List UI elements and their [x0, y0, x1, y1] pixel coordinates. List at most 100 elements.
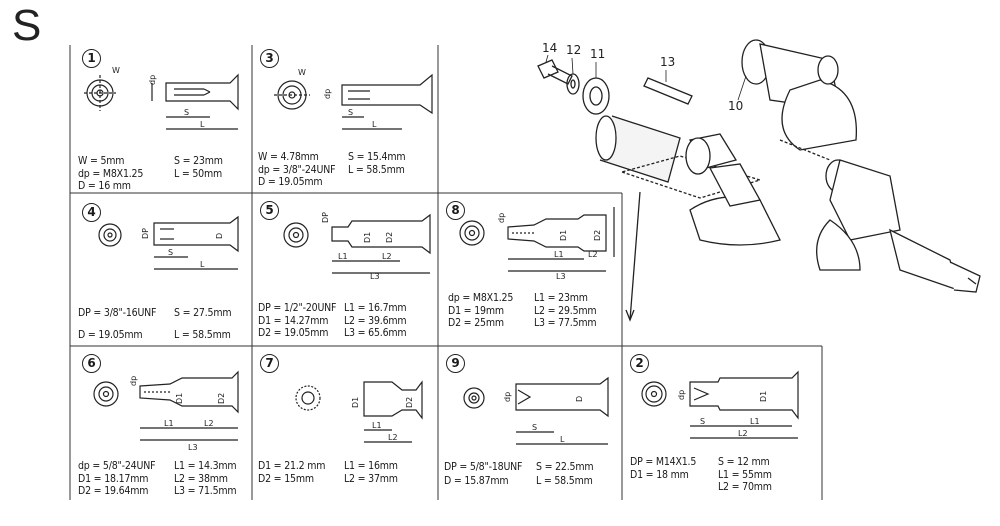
dim-label-d1: D1 — [175, 393, 184, 404]
spec-value: D1 = 18.17mm — [78, 472, 149, 485]
dim-label-l3: L3 — [556, 272, 566, 281]
cell-number: 5 — [260, 201, 279, 220]
spec-value: D = 15.87mm — [444, 475, 509, 487]
dim-label-w: W — [298, 68, 306, 77]
dim-label-l: L — [372, 120, 377, 129]
dim-label-s: S — [348, 108, 353, 117]
spec-value: L2 = 70mm — [718, 481, 772, 493]
dim-label-dp: DP — [321, 212, 330, 223]
spec-value: L1 = 16mm — [344, 460, 398, 472]
dim-label-d2: D2 — [593, 230, 602, 241]
dim-label-s: S — [168, 248, 173, 257]
crank-end-drawing: W dp S L — [274, 68, 433, 130]
dim-label-l: L — [560, 435, 565, 444]
spec-value: D2 = 19.64mm — [78, 485, 149, 497]
spec-value: dp = M8X1.25 — [448, 292, 514, 304]
callout-14: 14 — [542, 41, 557, 55]
spec-value: D = 16 mm — [78, 180, 131, 192]
dim-label-dp: dp — [677, 390, 686, 400]
spec-value: L3 = 65.6mm — [344, 327, 407, 339]
dim-label-d1: D1 — [351, 397, 360, 408]
spec-value: D1 = 14.27mm — [258, 314, 329, 327]
spec-value: L2 = 39.6mm — [344, 314, 407, 327]
key-part — [643, 77, 693, 105]
spec-value: L = 58.5mm — [536, 475, 593, 487]
cell-number: 4 — [82, 203, 101, 222]
spec-value: S = 15.4mm — [348, 151, 406, 163]
spec-value: S = 12 mm — [718, 456, 770, 468]
dim-label-d2: D2 — [405, 397, 414, 408]
dim-label-d2: D2 — [385, 232, 394, 243]
spec-value: S = 22.5mm — [536, 461, 594, 473]
spec-value: W = 4.78mm — [258, 151, 319, 163]
spec-value: S = 27.5mm — [174, 307, 232, 319]
cell-9: 9 dp D S L DP = 5/8"-18UNF S = 22.5mm D =… — [438, 346, 622, 500]
dim-label-l2: L2 — [388, 433, 398, 442]
spec-value: DP = 1/2"-20UNF — [258, 302, 337, 314]
dim-label-s: S — [700, 417, 705, 426]
dim-label-s: S — [532, 423, 537, 432]
dim-label-d: D — [575, 396, 584, 402]
callout-13: 13 — [660, 55, 675, 69]
crank-end-drawing: dp D1 D2 L1 L2 L3 — [459, 207, 615, 281]
dim-label-l2: L2 — [204, 419, 214, 428]
cell-number: 3 — [260, 49, 279, 68]
dim-label-l2: L2 — [738, 429, 748, 438]
spec-value: D2 = 25mm — [448, 317, 504, 329]
cell-number: 2 — [630, 354, 649, 373]
section-letter: S — [12, 1, 42, 50]
cell-number: 7 — [260, 354, 279, 373]
spec-value: D2 = 19.05mm — [258, 327, 329, 339]
spec-value: L1 = 23mm — [534, 292, 588, 304]
spec-value: L1 = 16.7mm — [344, 302, 407, 314]
crank-end-drawing: dp D1 D2 L1 L2 L3 — [93, 370, 239, 452]
crank-end-drawing: D1 D2 L1 L2 — [295, 380, 423, 443]
dim-label-d1: D1 — [759, 391, 768, 402]
spec-value: DP = 5/8"-18UNF — [444, 461, 523, 473]
dim-label-w: W — [112, 66, 120, 75]
crankshaft-middle — [685, 133, 781, 246]
spec-value: L = 50mm — [174, 167, 222, 180]
dim-label-l2: L2 — [382, 252, 392, 261]
dim-label-l: L — [200, 260, 205, 269]
spec-value: dp = M8X1.25 — [78, 167, 144, 180]
dim-label-l3: L3 — [188, 443, 198, 452]
crankshaft-upper — [741, 39, 858, 151]
dim-label-l2: L2 — [588, 250, 598, 259]
crank-end-drawing: DP D S L — [98, 215, 239, 270]
cell-number: 9 — [446, 354, 465, 373]
spec-value: L3 = 71.5mm — [174, 485, 237, 497]
crank-end-drawing: dp D S L — [463, 376, 609, 445]
spec-value: L1 = 55mm — [718, 468, 772, 481]
dim-label-dp: dp — [148, 75, 157, 85]
crank-end-drawing: dp D1 S L1 L2 — [641, 370, 799, 439]
spec-value: D1 = 18 mm — [630, 468, 689, 481]
dim-label-dp: dp — [497, 213, 506, 223]
spec-value: L2 = 29.5mm — [534, 304, 597, 317]
dim-label-l1: L1 — [554, 250, 564, 259]
dim-label-dp: dp — [323, 89, 332, 99]
spec-table: DP = 5/8"-18UNF S = 22.5mm D = 15.87mm L =… — [444, 460, 594, 488]
spec-value: L2 = 37mm — [344, 472, 398, 485]
spec-value: DP = 3/8"-16UNF — [78, 307, 157, 319]
crank-end-drawing: W dp S L — [84, 66, 239, 130]
dim-label-dp: dp — [503, 392, 512, 402]
dim-label-l1: L1 — [372, 421, 382, 430]
dim-label-d1: D1 — [363, 232, 372, 243]
dim-label-d2: D2 — [217, 393, 226, 404]
spec-value: S = 23mm — [174, 155, 223, 167]
cell-number: 8 — [446, 201, 465, 220]
spec-value: L2 = 38mm — [174, 472, 228, 485]
dim-label-l1: L1 — [164, 419, 174, 428]
